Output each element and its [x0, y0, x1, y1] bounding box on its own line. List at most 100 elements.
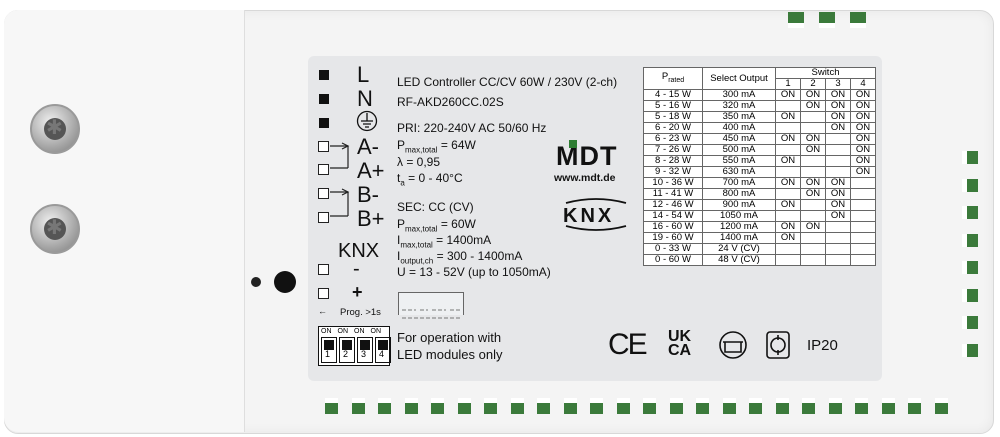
cell-switch	[850, 254, 876, 266]
cell-output: 800 mA	[702, 188, 776, 200]
torx-icon	[44, 115, 66, 140]
imax-total: Imax,total = 1400mA	[397, 233, 492, 250]
vent-slot-bottom	[616, 398, 630, 414]
terminal-marker-b-plus	[318, 212, 329, 223]
cell-switch: ON	[850, 89, 876, 101]
cell-power: 16 - 60 W	[643, 221, 703, 233]
mdt-logo: MDT	[556, 141, 618, 171]
vent-slot-bottom	[749, 398, 762, 414]
cell-power: 9 - 32 W	[643, 166, 703, 178]
cell-switch: ON	[800, 100, 826, 112]
model-number: RF-AKD260CC.02S	[397, 95, 504, 109]
vent-slot-bottom	[484, 398, 497, 414]
terminal-marker-knx-plus	[318, 288, 329, 299]
vent-slot-bottom	[934, 398, 948, 414]
terminal-marker-l	[319, 70, 329, 80]
dip-switch-4[interactable]: 4	[375, 337, 391, 363]
terminal-marker-a-minus	[318, 141, 329, 152]
cell-switch: ON	[850, 122, 876, 134]
cell-switch	[775, 166, 801, 178]
cell-power: 0 - 60 W	[643, 254, 703, 266]
cell-output: 320 mA	[702, 100, 776, 112]
vent-slot-bottom	[908, 398, 921, 414]
pmax-secondary: Pmax,total = 60W	[397, 217, 476, 234]
cell-switch: ON	[775, 89, 801, 101]
cell-switch: ON	[850, 100, 876, 112]
prog-led	[251, 277, 261, 287]
output-voltage: U = 13 - 52V (up to 1050mA)	[397, 265, 551, 279]
terminal-marker-knx-minus	[318, 264, 329, 275]
terminal-label-b-plus: B+	[357, 206, 385, 231]
cell-switch	[825, 166, 851, 178]
dip-switch-2[interactable]: 2	[339, 337, 355, 363]
vent-slot-bottom	[643, 398, 656, 414]
terminal-marker-a-plus	[318, 164, 329, 175]
vent-slot-bottom	[431, 398, 444, 414]
dip-switch-3[interactable]: 3	[357, 337, 373, 363]
cell-output: 48 V (CV)	[702, 254, 776, 266]
vent-slot-side	[962, 261, 978, 274]
screw-bottom[interactable]	[30, 204, 80, 254]
cell-switch	[825, 254, 851, 266]
cell-output: 1050 mA	[702, 210, 776, 222]
vent-slot-side	[962, 316, 978, 329]
mdt-url: www.mdt.de	[554, 172, 616, 184]
cell-switch	[825, 144, 851, 156]
cell-output: 24 V (CV)	[702, 243, 776, 255]
cell-switch: ON	[825, 210, 851, 222]
cell-switch: ON	[775, 199, 801, 211]
cell-switch: ON	[775, 221, 801, 233]
knx-terminal-label: KNX	[338, 240, 380, 262]
vent-slot-bottom	[563, 398, 577, 414]
header-switch-1: 1	[775, 78, 801, 90]
pmax-primary: Pmax,total = 64W	[397, 138, 476, 155]
operation-note-1: For operation with	[397, 330, 502, 345]
header-switch-4: 4	[850, 78, 876, 90]
cell-switch: ON	[825, 89, 851, 101]
ip-rating: IP20	[807, 337, 838, 354]
cell-switch	[825, 155, 851, 167]
vent-slot-top	[788, 12, 804, 28]
cell-switch: ON	[775, 111, 801, 123]
prog-button[interactable]	[274, 271, 296, 293]
cell-switch: ON	[775, 177, 801, 189]
cell-switch: ON	[800, 188, 826, 200]
mdt-logo-dot	[569, 140, 577, 148]
terminal-label-n: N	[357, 86, 373, 111]
ambient-temperature: ta = 0 - 40°C	[397, 171, 463, 188]
operation-note-2: LED modules only	[397, 347, 503, 362]
cell-switch	[825, 221, 851, 233]
screw-top[interactable]	[30, 104, 80, 154]
cell-switch	[850, 199, 876, 211]
vent-slot-bottom	[722, 398, 736, 414]
cell-switch	[775, 210, 801, 222]
cell-output: 1200 mA	[702, 221, 776, 233]
cell-switch: ON	[850, 166, 876, 178]
cell-switch	[775, 243, 801, 255]
cell-switch	[775, 188, 801, 200]
terminal-marker-n	[319, 94, 329, 104]
cell-switch	[800, 199, 826, 211]
channel-bracket-icon	[330, 142, 350, 217]
knx-plus-label: +	[352, 282, 363, 302]
cell-power: 4 - 15 W	[643, 89, 703, 101]
cell-output: 900 mA	[702, 199, 776, 211]
header-switch: Switch	[775, 67, 876, 79]
cell-switch	[850, 232, 876, 244]
dip-switch-1[interactable]: 1	[321, 337, 337, 363]
cell-power: 7 - 26 W	[643, 144, 703, 156]
ground-icon	[356, 110, 378, 132]
cell-power: 11 - 41 W	[643, 188, 703, 200]
vent-slot-bottom	[775, 398, 789, 414]
cell-switch: ON	[800, 144, 826, 156]
